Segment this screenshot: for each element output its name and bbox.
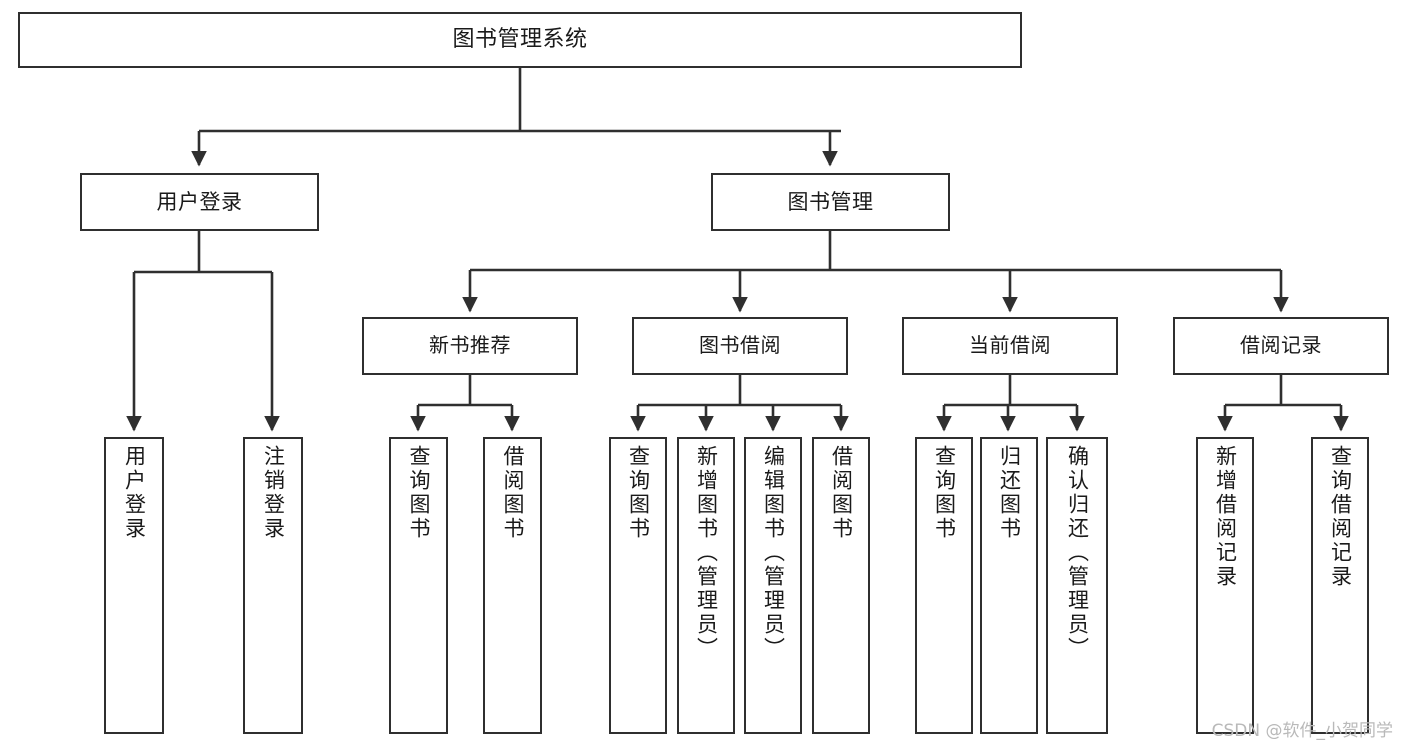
- node-label: 借阅图书: [501, 445, 525, 541]
- leaf-logout-login[interactable]: 注销登录: [243, 437, 303, 734]
- leaf-query-book-1[interactable]: 查询图书: [389, 437, 448, 734]
- node-label: 用户登录: [122, 445, 147, 541]
- node-book-manage[interactable]: 图书管理: [711, 173, 950, 231]
- leaf-confirm-return[interactable]: 确认归还（管理员）: [1046, 437, 1108, 734]
- node-user-login[interactable]: 用户登录: [80, 173, 319, 231]
- leaf-return-book[interactable]: 归还图书: [980, 437, 1038, 734]
- node-label: 图书借阅: [699, 333, 781, 358]
- leaf-add-book[interactable]: 新增图书（管理员）: [677, 437, 735, 734]
- node-label: 图书管理: [787, 189, 874, 214]
- leaf-borrow-book-2[interactable]: 借阅图书: [812, 437, 870, 734]
- node-label: 编辑图书（管理员）: [761, 445, 786, 661]
- leaf-query-book-2[interactable]: 查询图书: [609, 437, 667, 734]
- node-label: 新增借阅记录: [1213, 445, 1238, 589]
- leaf-user-login[interactable]: 用户登录: [104, 437, 164, 734]
- node-new-book-recommend[interactable]: 新书推荐: [362, 317, 578, 375]
- leaf-borrow-book-1[interactable]: 借阅图书: [483, 437, 542, 734]
- leaf-query-book-3[interactable]: 查询图书: [915, 437, 973, 734]
- node-label: 借阅图书: [829, 445, 854, 541]
- node-label: 新书推荐: [429, 333, 511, 358]
- watermark-text: CSDN @软件_小贺同学: [1211, 721, 1393, 741]
- node-borrow-record[interactable]: 借阅记录: [1173, 317, 1389, 375]
- node-label: 查询图书: [407, 445, 431, 541]
- node-root-system[interactable]: 图书管理系统: [18, 12, 1022, 68]
- node-label: 当前借阅: [969, 333, 1051, 358]
- node-label: 查询图书: [626, 445, 651, 541]
- leaf-edit-book[interactable]: 编辑图书（管理员）: [744, 437, 802, 734]
- node-label: 查询借阅记录: [1328, 445, 1353, 589]
- node-label: 图书管理系统: [452, 27, 588, 53]
- node-book-borrow[interactable]: 图书借阅: [632, 317, 848, 375]
- node-current-borrow[interactable]: 当前借阅: [902, 317, 1118, 375]
- leaf-add-borrow-record[interactable]: 新增借阅记录: [1196, 437, 1254, 734]
- node-label: 归还图书: [997, 445, 1022, 541]
- node-label: 借阅记录: [1240, 333, 1322, 358]
- node-label: 确认归还（管理员）: [1065, 445, 1090, 661]
- node-label: 注销登录: [261, 445, 286, 541]
- node-label: 用户登录: [156, 189, 243, 214]
- leaf-query-borrow-record[interactable]: 查询借阅记录: [1311, 437, 1369, 734]
- node-label: 新增图书（管理员）: [694, 445, 719, 661]
- node-label: 查询图书: [932, 445, 957, 541]
